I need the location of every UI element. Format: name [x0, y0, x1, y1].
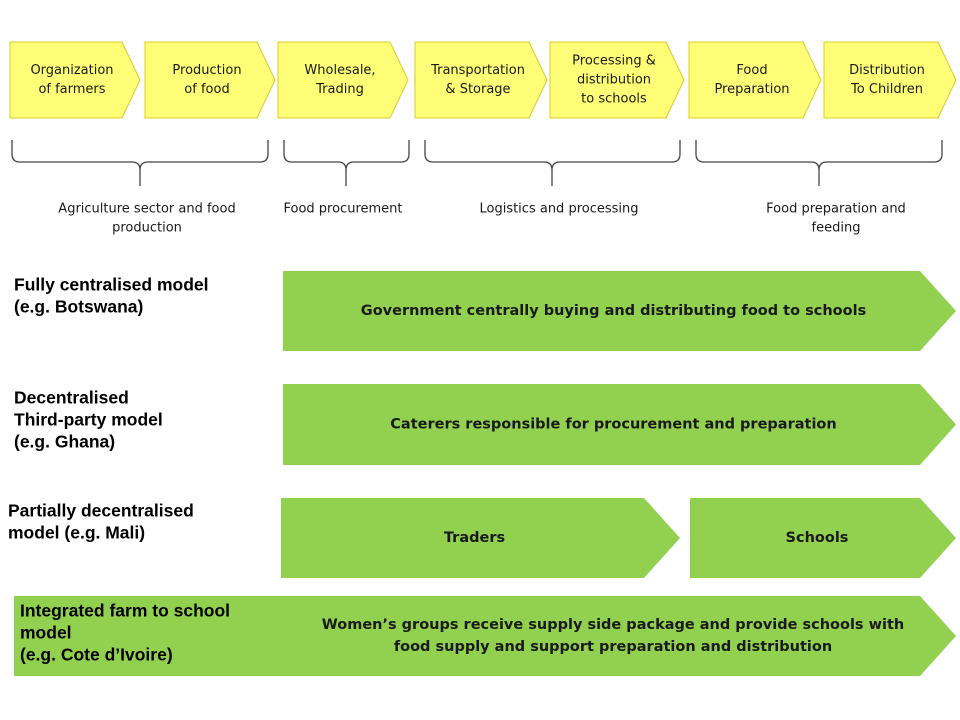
value-chain-steps: Organization of farmers Production of food W…	[9, 41, 957, 119]
model-bar-arrow	[283, 271, 956, 351]
model-name-line: (e.g. Cote d’Ivoire)	[20, 645, 173, 665]
phase-label: Food preparation and feeding	[766, 202, 906, 236]
step-label-line: Wholesale,	[304, 63, 375, 78]
phase-bracket	[695, 140, 943, 186]
step-chevron: Processing & distribution to schools	[549, 41, 685, 119]
model-bar-arrow	[283, 384, 956, 465]
step-label-line: to schools	[581, 92, 647, 107]
phase-brackets	[11, 140, 943, 186]
model-bar-label: Schools	[786, 530, 849, 546]
step-chevron: Distribution To Children	[823, 41, 957, 119]
step-label-line: Preparation	[714, 82, 789, 97]
model-bar-label-line: Traders	[444, 530, 505, 546]
step-label: Wholesale, Trading	[304, 63, 375, 97]
step-chevron: Wholesale, Trading	[277, 41, 409, 119]
model-name-line: Partially decentralised	[8, 501, 194, 521]
step-label-line: Transportation	[430, 63, 525, 78]
phase-bracket	[424, 140, 681, 186]
step-label-line: distribution	[577, 73, 651, 88]
step-label-line: Production	[172, 63, 241, 78]
step-label-line: Trading	[315, 82, 364, 97]
step-chevron-shape	[414, 41, 548, 119]
step-label: Processing & distribution to schools	[572, 54, 656, 107]
model-bar: Traders	[281, 498, 680, 578]
model-name-line: Third-party model	[14, 410, 163, 430]
model-bar-arrow	[281, 498, 680, 578]
step-label-line: Processing &	[572, 54, 656, 69]
step-label: Production of food	[172, 63, 241, 97]
step-label-line: Organization	[30, 63, 113, 78]
step-chevron-shape	[9, 41, 141, 119]
model-name-line: Integrated farm to school	[20, 601, 230, 621]
model-name-line: (e.g. Ghana)	[14, 432, 115, 452]
model-bar-label: Women’s groups receive supply side packa…	[322, 617, 904, 655]
delivery-model: Government centrally buying and distribu…	[14, 271, 956, 351]
model-bar-label-line: Women’s groups receive supply side packa…	[322, 617, 904, 633]
step-label-line: Distribution	[849, 63, 925, 78]
model-bar-label: Caterers responsible for procurement and…	[390, 417, 836, 433]
phase-label-line: Food procurement	[283, 202, 402, 217]
phase-labels: Agriculture sector and food production Foo…	[58, 202, 906, 236]
phase-label-line: feeding	[812, 221, 861, 236]
step-label-line: To Children	[850, 82, 923, 97]
phase-bracket	[11, 140, 269, 186]
phase-label-line: production	[112, 221, 182, 236]
step-label: Distribution To Children	[849, 63, 925, 97]
step-chevron: Transportation & Storage	[414, 41, 548, 119]
model-name: Fully centralised model(e.g. Botswana)	[14, 275, 209, 317]
phase-label-line: Food preparation and	[766, 202, 906, 217]
phase-label: Food procurement	[283, 202, 402, 217]
model-bar-label-line: Government centrally buying and distribu…	[361, 303, 866, 319]
step-chevron-shape	[823, 41, 957, 119]
model-bar-label-line: Caterers responsible for procurement and…	[390, 417, 836, 433]
model-bar-label-line: Schools	[786, 530, 849, 546]
step-label: Organization of farmers	[30, 63, 113, 97]
step-chevron-shape	[549, 41, 685, 119]
phase-label: Logistics and processing	[479, 202, 638, 217]
model-bar: Government centrally buying and distribu…	[283, 271, 956, 351]
delivery-model: Women’s groups receive supply side packa…	[14, 596, 956, 676]
model-bar-arrow	[690, 498, 956, 578]
delivery-model: Caterers responsible for procurement and…	[14, 384, 956, 465]
step-chevron-shape	[144, 41, 276, 119]
phase-label-line: Agriculture sector and food	[58, 202, 235, 217]
phase-label-line: Logistics and processing	[479, 202, 638, 217]
delivery-models: Government centrally buying and distribu…	[8, 271, 956, 676]
step-label: Transportation & Storage	[430, 63, 525, 97]
step-chevron: Production of food	[144, 41, 276, 119]
step-chevron: Organization of farmers	[9, 41, 141, 119]
model-name-line: model (e.g. Mali)	[8, 523, 145, 543]
step-label-line: Food	[736, 63, 767, 78]
phase-bracket	[283, 140, 410, 186]
model-bar: Women’s groups receive supply side packa…	[14, 596, 956, 676]
model-bar: Caterers responsible for procurement and…	[283, 384, 956, 465]
step-chevron-shape	[277, 41, 409, 119]
model-bar-label-line: food supply and support preparation and …	[394, 639, 832, 655]
model-bar-label: Government centrally buying and distribu…	[361, 303, 866, 319]
model-bar: Schools	[690, 498, 956, 578]
model-name-line: Decentralised	[14, 388, 129, 408]
model-bar-label: Traders	[444, 530, 505, 546]
step-label-line: of farmers	[38, 82, 105, 97]
model-name-line: model	[20, 623, 72, 643]
model-bar-arrow	[14, 596, 956, 676]
step-chevron-shape	[688, 41, 822, 119]
model-name-line: (e.g. Botswana)	[14, 297, 143, 317]
phase-label: Agriculture sector and food production	[58, 202, 235, 236]
model-name-line: Fully centralised model	[14, 275, 209, 295]
step-label-line: & Storage	[445, 82, 510, 97]
step-label-line: of food	[184, 82, 229, 97]
